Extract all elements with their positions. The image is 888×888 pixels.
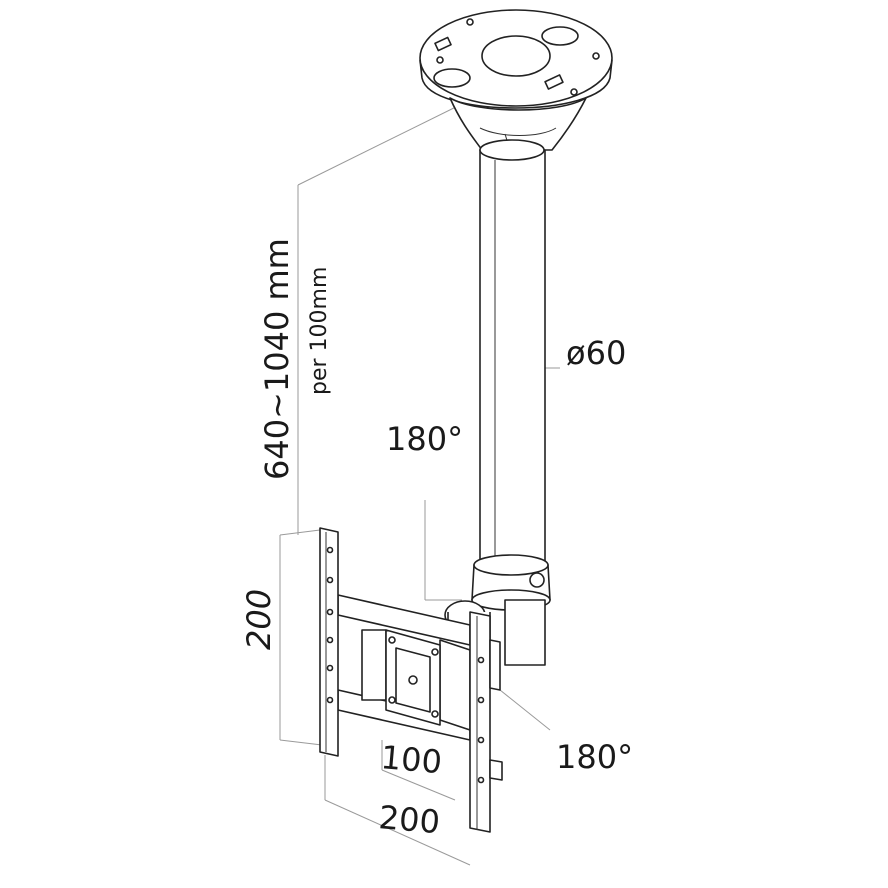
rotation-vertical-label: 180° [386,420,463,458]
left-rail [319,527,339,757]
height-step-label: per 100mm [307,267,332,395]
extension-tube [479,139,546,571]
vesa-inner-label: 100 [379,738,443,781]
rotation-horizontal-label: 180° [556,738,633,776]
height-range-label: 640~1040 mm [258,238,296,480]
tube-diameter-label: ø60 [566,334,626,372]
vesa-plate [385,629,441,726]
right-rail [469,611,503,833]
ceiling-plate [419,9,613,151]
plate-height-label: 200 [240,589,278,650]
vesa-outer-label: 200 [377,798,441,841]
